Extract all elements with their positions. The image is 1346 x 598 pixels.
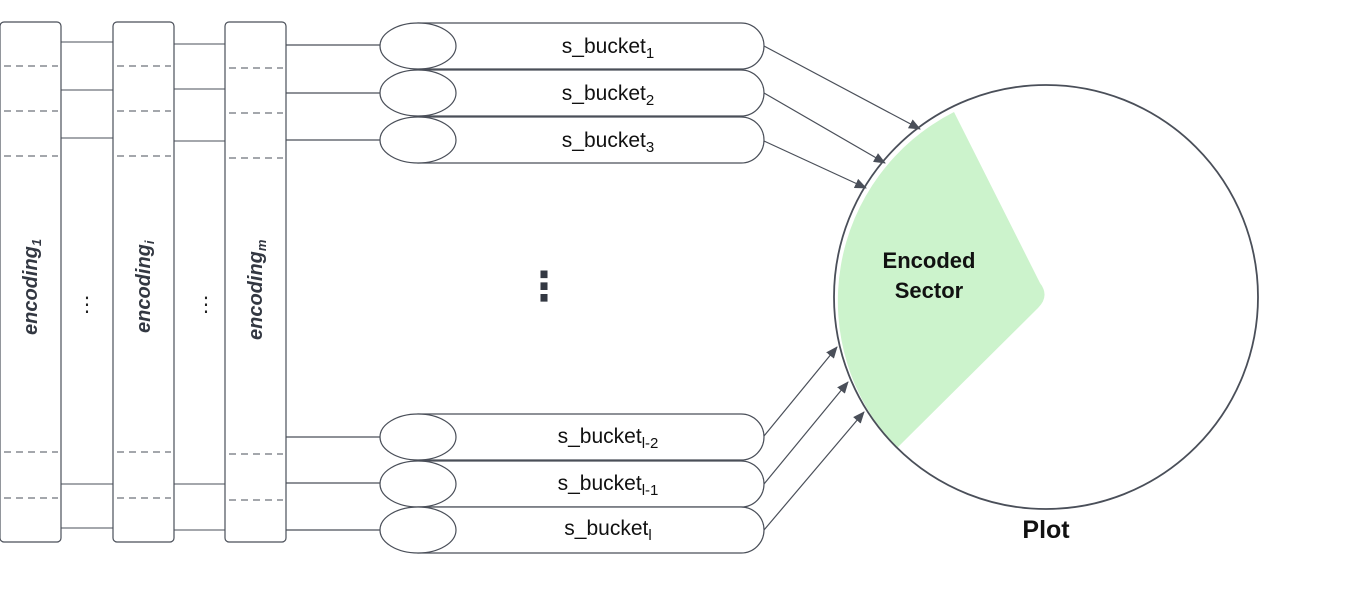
bucket-cap [379, 506, 457, 554]
bucket-1: s_bucket1 [379, 22, 765, 70]
bucket-label: s_bucket2 [562, 82, 654, 109]
bucket-cap [379, 22, 457, 70]
arrow [763, 45, 921, 130]
encoding-label-m: encodingm [245, 239, 269, 340]
encoded-sector [837, 112, 1045, 448]
bucket-label: s_bucketl-1 [558, 472, 659, 499]
bucket-to-plot-arrows [763, 45, 921, 531]
bucket-2: s_bucket2 [379, 69, 765, 117]
arrow [763, 346, 838, 437]
bucket-cap [379, 460, 457, 508]
bucket-cap [379, 69, 457, 117]
encoding-column-m [224, 21, 287, 543]
encoding-columns [0, 21, 287, 543]
bucket-label: s_bucketl-2 [558, 425, 659, 452]
encoding-column-1 [0, 21, 62, 543]
arrow [763, 140, 867, 189]
bucket-cap [379, 413, 457, 461]
column-connectors [61, 41, 225, 531]
bucket-body [417, 116, 765, 164]
encoding-column-i [112, 21, 175, 543]
bucket-3: s_bucket3 [379, 116, 765, 164]
bucket-ellipsis: ⋮ [524, 265, 564, 309]
bucket-body [417, 22, 765, 70]
bucket-body [417, 69, 765, 117]
bucket-body [417, 506, 765, 554]
bucket-label: s_bucket3 [562, 129, 654, 156]
bucket-body [417, 413, 765, 461]
bucket-l-1: s_bucketl-1 [379, 460, 765, 508]
arrow [763, 381, 849, 485]
bucket-label: s_bucketl [564, 517, 651, 544]
plot: Encoded Sector Plot [833, 84, 1259, 544]
bucket-l: s_bucketl [379, 506, 765, 554]
bucket-cap [379, 116, 457, 164]
plot-circle [833, 84, 1259, 510]
encoding-label-1: encoding1 [20, 239, 44, 335]
bucket-l-2: s_bucketl-2 [379, 413, 765, 461]
encoding-label-i: encodingi [133, 240, 157, 333]
plot-title: Plot [1022, 516, 1070, 544]
sector-label-line2: Sector [895, 278, 964, 303]
bucket-label: s_bucket1 [562, 35, 654, 62]
sector-label-line1: Encoded [883, 248, 976, 273]
arrow [763, 92, 886, 164]
column-row-separators [4, 65, 283, 501]
column-ellipsis: ⋮ [196, 294, 216, 316]
column-ellipsis: ⋮ [77, 294, 97, 316]
arrow [763, 411, 865, 531]
